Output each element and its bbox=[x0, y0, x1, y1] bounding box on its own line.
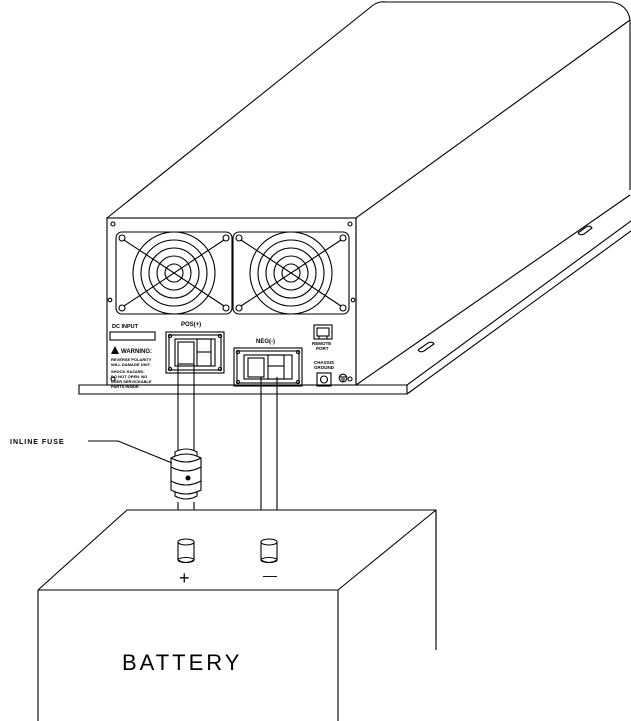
remote-port-label-2: PORT bbox=[316, 346, 329, 351]
shock-line-1: SHOCK HAZARD. bbox=[111, 369, 145, 374]
battery-post-negative: — bbox=[260, 538, 278, 583]
cooling-fan-right bbox=[232, 231, 350, 315]
neg-terminal-label: NEG(-) bbox=[256, 339, 275, 345]
shock-line-2: DO NOT OPEN. NO bbox=[111, 374, 147, 379]
dc-input-label-group: DC INPUT bbox=[109, 324, 156, 341]
dc-input-label: DC INPUT bbox=[112, 324, 139, 330]
inverter-housing bbox=[78, 1, 631, 395]
battery-post-positive: + bbox=[177, 538, 195, 588]
chassis-ground-label-1: CHASSIS bbox=[314, 360, 334, 365]
negative-sign: — bbox=[263, 567, 277, 583]
chassis-ground: CHASSIS GROUND bbox=[314, 360, 348, 387]
chassis-ground-label-2: GROUND bbox=[314, 365, 335, 370]
battery: BATTERY bbox=[37, 509, 437, 721]
ground-symbol-icon bbox=[338, 373, 348, 383]
cooling-fan-left bbox=[115, 231, 233, 315]
warning-line-2: WILL DAMAGE UNIT. bbox=[111, 362, 151, 367]
positive-sign: + bbox=[179, 568, 190, 588]
shock-line-3: USER SERVICEABLE bbox=[111, 379, 152, 384]
battery-label: BATTERY bbox=[122, 650, 242, 675]
inline-fuse-callout: INLINE FUSE bbox=[10, 439, 173, 464]
negative-terminal: NEG(-) bbox=[233, 339, 303, 387]
pos-terminal-label: POS(+) bbox=[181, 322, 201, 328]
remote-port-label-1: REMOTE bbox=[312, 341, 331, 346]
warning-label: WARNING: REVERSE POLARITY WILL DAMAGE UN… bbox=[111, 346, 152, 389]
warning-title: WARNING: bbox=[121, 349, 152, 355]
positive-terminal: POS(+) bbox=[165, 322, 225, 374]
remote-port: REMOTE PORT bbox=[312, 324, 333, 351]
inline-fuse-label: INLINE FUSE bbox=[10, 439, 65, 446]
shock-line-4: PARTS INSIDE. bbox=[111, 384, 140, 389]
inline-fuse bbox=[170, 448, 202, 500]
warning-line-1: REVERSE POLARITY bbox=[111, 357, 152, 362]
warning-triangle-icon bbox=[111, 346, 119, 354]
